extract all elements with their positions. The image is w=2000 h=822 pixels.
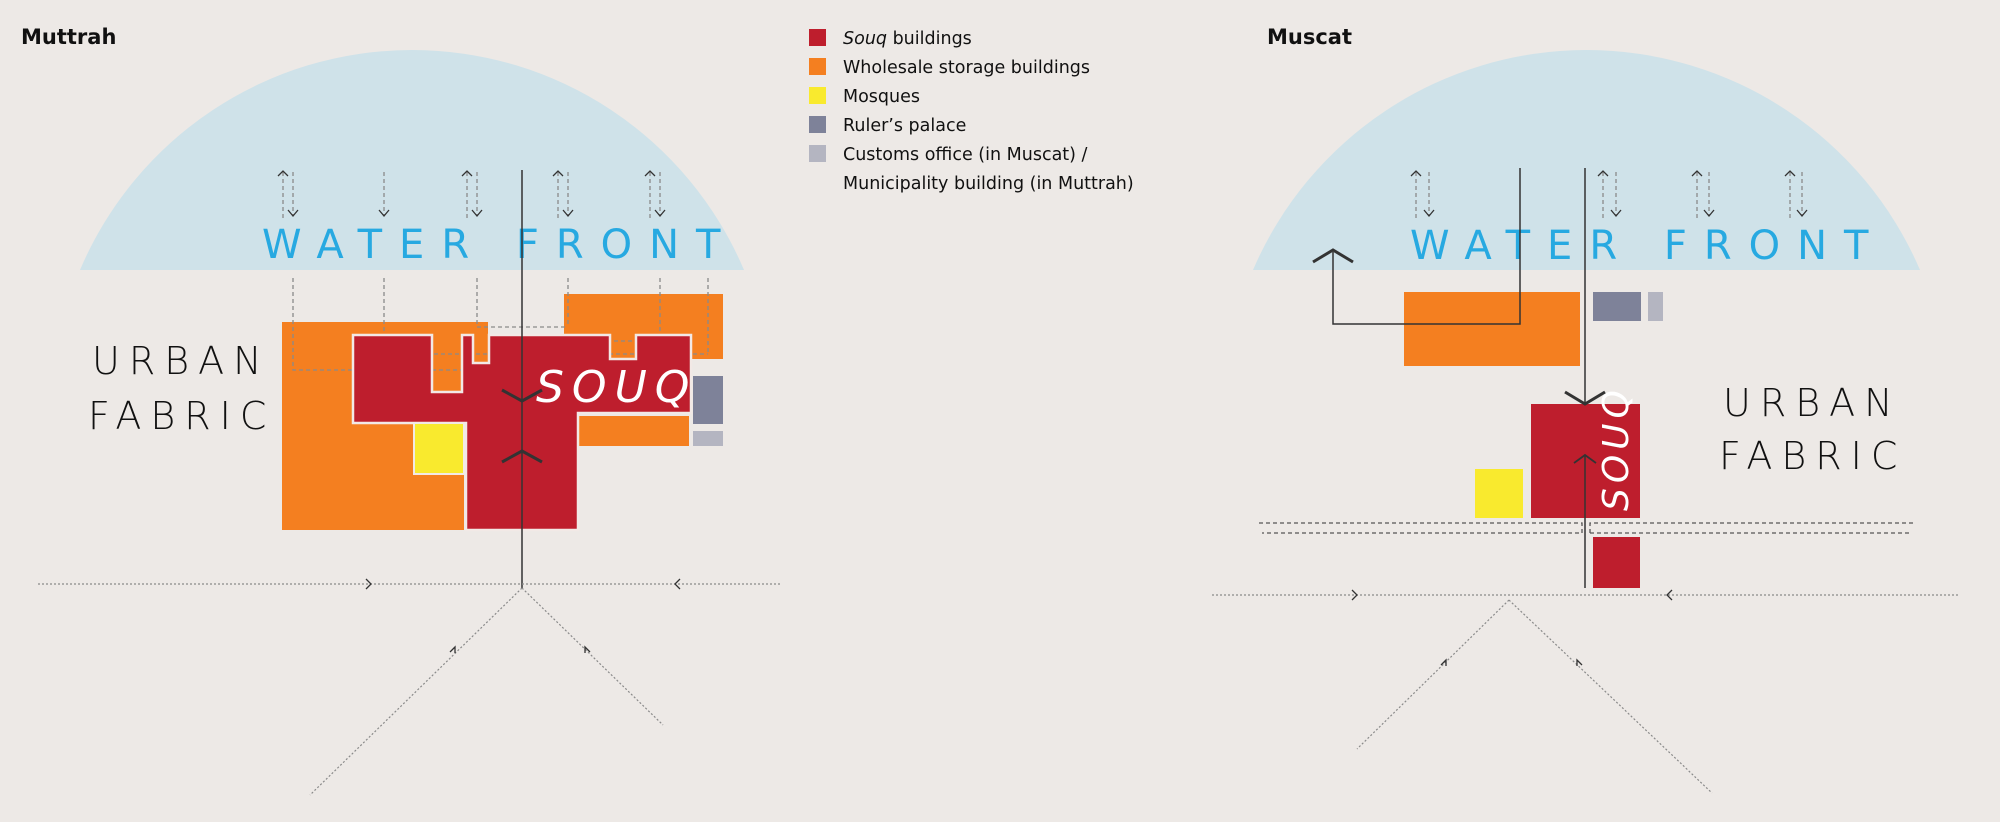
muscat-chevron-up-icon xyxy=(1312,248,1354,264)
muttrah-title: Muttrah xyxy=(21,25,116,49)
muscat-route-to-water xyxy=(1332,168,1521,325)
muscat-route-arrows xyxy=(1351,589,1673,601)
muscat-flow-arrows xyxy=(1410,170,1808,218)
legend-swatch-customs xyxy=(809,145,826,162)
muscat-customs-office xyxy=(1648,292,1663,321)
muttrah-urban-label: URBAN xyxy=(92,339,271,383)
legend-item-customs: Customs office (in Muscat) / xyxy=(843,145,1088,165)
muttrah-fabric-label: FABRIC xyxy=(88,394,275,438)
legend-item-municipality: Municipality building (in Muttrah) xyxy=(843,174,1134,194)
muscat-storage-building xyxy=(1404,292,1580,366)
muscat-mosque xyxy=(1475,469,1523,518)
legend-swatch-mosques xyxy=(809,87,826,104)
muscat-chevron-down-icon xyxy=(1564,390,1606,406)
legend: Souq buildings Wholesale storage buildin… xyxy=(809,29,1134,194)
legend-item-palace: Ruler’s palace xyxy=(843,116,966,136)
muttrah-flow-arrows xyxy=(277,170,666,218)
muttrah-municipality-building xyxy=(693,431,723,446)
legend-swatch-souq xyxy=(809,29,826,46)
muttrah-mosque xyxy=(413,422,465,475)
muscat-double-road xyxy=(1259,522,1913,534)
muttrah-diagonal-arrows xyxy=(449,645,591,653)
legend-item-souq: Souq buildings xyxy=(843,29,972,49)
muscat-urban-label: URBAN xyxy=(1723,381,1902,425)
muttrah-chevron-up-icon xyxy=(501,449,543,464)
muscat-rulers-palace xyxy=(1593,292,1641,321)
muttrah-water-front-label: WATER FRONT xyxy=(262,222,737,268)
muscat-arrow-up-icon xyxy=(1573,453,1597,464)
muscat-diagonal-routes xyxy=(1356,599,1713,794)
muscat-souq-label: SOUQ xyxy=(1596,385,1637,511)
muttrah-rulers-palace xyxy=(693,376,723,424)
muttrah-dashed-paths xyxy=(292,278,709,371)
legend-swatch-storage xyxy=(809,58,826,75)
legend-swatch-palace xyxy=(809,116,826,133)
muscat-souq-building xyxy=(1593,537,1640,588)
muttrah-water-area xyxy=(80,49,744,271)
muscat-panel: Muscat WATER FRONT SOUQ URBAN FABRIC xyxy=(1212,25,1958,794)
muttrah-panel: Muttrah WATER FRONT SOUQ URBAN FABRIC xyxy=(21,25,782,796)
muttrah-diagonal-routes xyxy=(309,587,664,796)
legend-item-mosques: Mosques xyxy=(843,87,920,107)
muscat-title: Muscat xyxy=(1267,25,1352,49)
muscat-water-front-label: WATER FRONT xyxy=(1410,223,1885,269)
muttrah-storage-building xyxy=(579,416,689,446)
muttrah-souq-label: SOUQ xyxy=(536,362,697,413)
muscat-water-area xyxy=(1253,50,1920,270)
muscat-fabric-label: FABRIC xyxy=(1719,434,1906,478)
muttrah-route-arrows xyxy=(365,578,681,590)
muttrah-chevron-down-icon xyxy=(501,388,543,403)
legend-item-storage: Wholesale storage buildings xyxy=(843,58,1090,78)
muscat-diagonal-arrows xyxy=(1440,658,1583,666)
